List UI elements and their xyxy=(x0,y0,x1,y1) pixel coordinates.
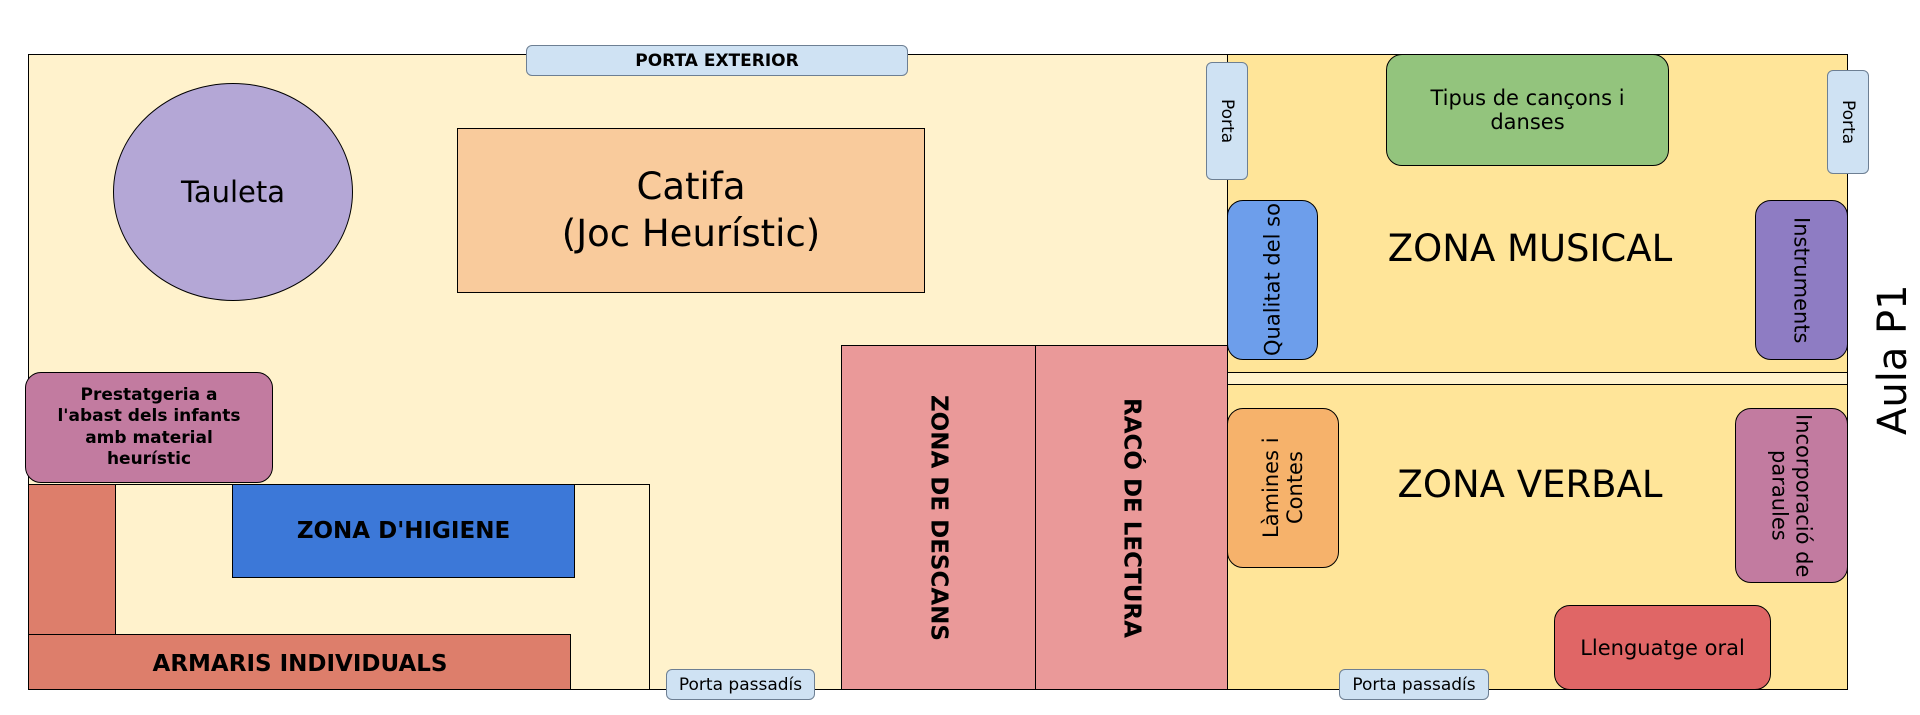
zona-descans: ZONA DE DESCANS xyxy=(841,345,1036,690)
zona-higiene: ZONA D'HIGIENE xyxy=(232,484,575,578)
zona-verbal-label: ZONA VERBAL xyxy=(1397,462,1663,506)
instruments-box: Instruments xyxy=(1755,200,1848,360)
prestatgeria-shelf: Prestatgeria a l'abast dels infants amb … xyxy=(25,372,273,483)
tauleta-table: Tauleta xyxy=(113,83,353,301)
porta-exterior-door: PORTA EXTERIOR xyxy=(526,45,908,76)
armaris-horizontal xyxy=(28,634,571,690)
armaris-label: ARMARIS INDIVIDUALS xyxy=(152,651,448,677)
tauleta-label: Tauleta xyxy=(180,175,286,209)
zona-musical-label: ZONA MUSICAL xyxy=(1387,226,1673,270)
qualitat-del-so-box: Qualitat del so xyxy=(1227,200,1318,360)
zona-descans-label: ZONA DE DESCANS xyxy=(925,394,952,641)
porta-passadis-left: Porta passadís xyxy=(666,669,815,700)
lamines-contes-box: Làmines i Contes xyxy=(1227,408,1339,568)
aula-title: Aula P1 xyxy=(1870,284,1916,436)
tipus-cancons-box: Tipus de cançons i danses xyxy=(1386,54,1669,166)
porta-passadis-right: Porta passadís xyxy=(1339,669,1489,700)
catifa-subtitle: (Joc Heurístic) xyxy=(561,211,821,255)
porta-side-door-left: Porta xyxy=(1206,62,1248,180)
catifa-rug: Catifa (Joc Heurístic) xyxy=(457,128,925,293)
raco-lectura-label: RACÓ DE LECTURA xyxy=(1118,397,1145,638)
raco-lectura: RACÓ DE LECTURA xyxy=(1035,345,1228,690)
catifa-title: Catifa xyxy=(636,165,746,209)
incorporacio-paraules-box: Incorporació de paraules xyxy=(1735,408,1848,583)
llenguatge-oral-box: Llenguatge oral xyxy=(1554,605,1771,690)
porta-side-door-right: Porta xyxy=(1827,70,1869,174)
